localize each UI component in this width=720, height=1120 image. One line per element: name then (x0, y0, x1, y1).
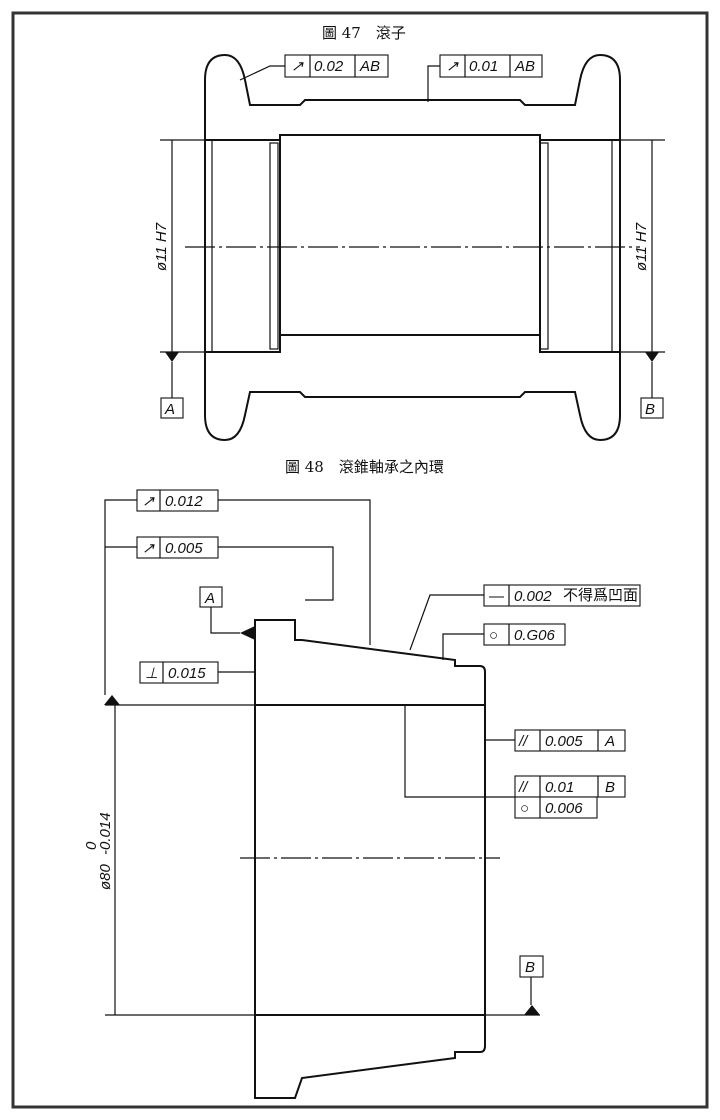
svg-text:A: A (604, 733, 615, 750)
fcf-runout-0012: ↗ 0.012 (136, 489, 219, 512)
dim-diameter-80: ø80 0 -0.014 (83, 812, 114, 890)
svg-text:—: — (488, 588, 505, 605)
svg-text:↗: ↗ (291, 58, 304, 75)
svg-text:B: B (645, 401, 655, 418)
dim-right-bore: ø11 H7 (633, 222, 650, 271)
svg-text://: // (518, 733, 529, 750)
svg-text:AB: AB (359, 58, 380, 75)
fcf-parallelism-a: // 0.005 A (514, 729, 626, 752)
datum-b-box: B (519, 955, 544, 978)
bearing-ring-section (104, 499, 540, 1099)
svg-text:不得爲凹面: 不得爲凹面 (563, 586, 638, 604)
svg-text:○: ○ (520, 800, 529, 817)
svg-text:↗: ↗ (142, 540, 155, 557)
fcf-perpendicularity: ⊥ 0.015 (139, 661, 219, 684)
fcf-runout-002: ↗ 0.02 AB (284, 54, 389, 78)
svg-text:0.006: 0.006 (545, 800, 583, 817)
svg-text:B: B (525, 959, 535, 976)
datum-b-box: B (640, 397, 664, 419)
svg-text:0.02: 0.02 (314, 58, 344, 75)
svg-text://: // (518, 779, 529, 796)
dim-left-bore: ø11 H7 (153, 222, 170, 271)
fcf-runout-0005: ↗ 0.005 (136, 536, 219, 559)
svg-text:↗: ↗ (446, 58, 459, 75)
fcf-straightness: — 0.002 不得爲凹面 (483, 584, 641, 607)
svg-text:-0.014: -0.014 (97, 812, 114, 855)
svg-text:0.015: 0.015 (168, 665, 206, 682)
svg-text:B: B (605, 779, 615, 796)
svg-text:0.G06: 0.G06 (514, 627, 556, 644)
svg-text:0.002: 0.002 (514, 588, 552, 605)
page-border (11, 11, 709, 1109)
fcf-roundness-1: ○ 0.G06 (483, 623, 566, 646)
svg-text:ø80: ø80 (97, 863, 114, 890)
svg-text:⊥: ⊥ (145, 665, 158, 682)
fcf-runout-001: ↗ 0.01 AB (439, 54, 543, 78)
svg-text:0.005: 0.005 (165, 540, 203, 557)
figure-48-caption: 圖 48 滾錐軸承之內環 (285, 458, 444, 476)
svg-text:A: A (164, 401, 175, 418)
svg-text:↗: ↗ (142, 493, 155, 510)
svg-text:0.012: 0.012 (165, 493, 203, 510)
svg-text:0.005: 0.005 (545, 733, 583, 750)
svg-text:○: ○ (489, 627, 498, 644)
fcf-parallelism-b: // 0.01 B (514, 775, 626, 798)
svg-text:A: A (204, 590, 215, 607)
datum-a-box: A (199, 586, 223, 608)
svg-text:0.01: 0.01 (469, 58, 498, 75)
svg-text:0: 0 (83, 841, 100, 850)
fcf-roundness-2: ○ 0.006 (514, 796, 598, 819)
svg-text:AB: AB (514, 58, 535, 75)
roller-section (160, 53, 665, 442)
datum-a-box: A (160, 397, 184, 419)
figure-47-caption: 圖 47 滾子 (322, 24, 406, 42)
svg-text:0.01: 0.01 (545, 779, 574, 796)
